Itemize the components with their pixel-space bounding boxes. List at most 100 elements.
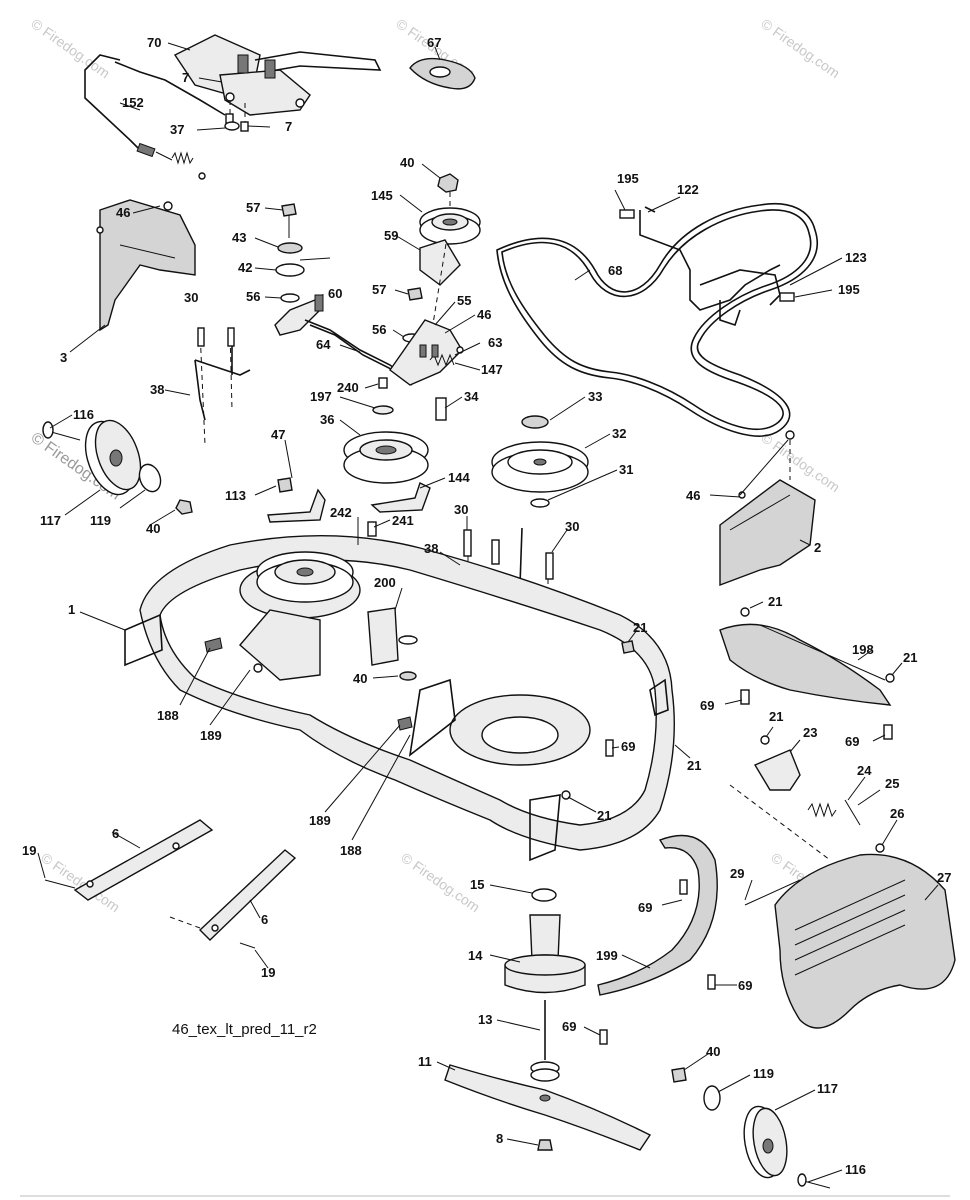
belt-cover-2	[719, 430, 816, 587]
part-label: 21	[768, 594, 782, 609]
part-label: 40	[706, 1044, 720, 1059]
pulley-36	[343, 377, 447, 484]
part-label: 43	[232, 230, 246, 245]
part-label: 241	[392, 513, 414, 528]
part-label: 119	[753, 1066, 774, 1081]
part-label: 64	[316, 337, 331, 352]
part-label: 30	[454, 502, 468, 517]
part-label: 152	[122, 95, 144, 110]
part-label: 46	[116, 205, 130, 220]
part-label: 14	[468, 948, 483, 963]
part-label: 69	[845, 734, 859, 749]
part-label: 188	[157, 708, 179, 723]
part-label: 147	[481, 362, 503, 377]
part-label: 123	[845, 250, 867, 265]
baffle-199	[597, 834, 718, 1045]
part-label: 116	[845, 1162, 866, 1177]
part-label: 15	[470, 877, 484, 892]
pulley-32	[491, 415, 589, 508]
belt-guide-122-123	[619, 206, 795, 327]
part-label: 1	[68, 602, 75, 617]
lift-bracket-assembly	[173, 34, 382, 132]
deck-pulley	[239, 551, 354, 681]
part-label: 38	[424, 541, 438, 556]
part-label: 29	[730, 866, 744, 881]
part-label: 113	[225, 488, 246, 503]
part-label: 122	[677, 182, 699, 197]
part-label: 69	[621, 739, 635, 754]
part-label: 36	[320, 412, 334, 427]
bracket-200	[367, 607, 418, 681]
part-label: 145	[371, 188, 393, 203]
chute-bracket-23	[729, 735, 885, 861]
belt-68	[496, 203, 818, 437]
part-label: 21	[903, 650, 917, 665]
part-label: 40	[146, 521, 160, 536]
baffle-198	[719, 607, 895, 740]
part-label: 46	[686, 488, 700, 503]
spindle-assembly	[504, 888, 586, 1082]
knob-67	[409, 57, 476, 90]
part-label: 60	[328, 286, 342, 301]
part-label: 27	[937, 870, 951, 885]
part-label: 42	[238, 260, 252, 275]
part-label: 55	[457, 293, 471, 308]
part-label: 24	[857, 763, 872, 778]
part-label: 21	[687, 758, 701, 773]
part-label: 200	[374, 575, 396, 590]
part-label: 38	[150, 382, 164, 397]
part-label: 31	[619, 462, 633, 477]
part-label: 57	[246, 200, 260, 215]
part-label: 189	[309, 813, 331, 828]
part-label: 69	[700, 698, 714, 713]
part-label: 30	[565, 519, 579, 534]
mower-deck-shell	[124, 535, 675, 862]
idler-pulley-145	[419, 173, 481, 331]
part-label: 144	[448, 470, 470, 485]
bracket-38-left	[194, 327, 251, 446]
part-label: 198	[852, 642, 874, 657]
part-label: 7	[182, 70, 189, 85]
gauge-wheel-right	[671, 1067, 831, 1189]
part-label: 21	[769, 709, 783, 724]
part-label: 13	[478, 1012, 492, 1027]
part-label: 33	[588, 389, 602, 404]
part-label: 240	[337, 380, 359, 395]
part-label: 69	[562, 1019, 576, 1034]
part-label: 59	[384, 228, 398, 243]
part-label: 21	[597, 808, 611, 823]
part-label: 40	[400, 155, 414, 170]
part-label: 195	[838, 282, 860, 297]
part-label: 119	[90, 513, 111, 528]
deck-hardware	[204, 637, 635, 800]
lift-links-6	[44, 819, 297, 949]
part-label: 188	[340, 843, 362, 858]
part-label: 117	[817, 1081, 838, 1096]
watermark: © Firedog.com	[758, 15, 843, 81]
part-label: 189	[200, 728, 222, 743]
cable-152	[84, 54, 226, 180]
part-label: 8	[496, 1131, 503, 1146]
part-label: 195	[617, 171, 639, 186]
part-label: 11	[418, 1054, 432, 1069]
part-label: 37	[170, 122, 184, 137]
part-label: 19	[22, 843, 36, 858]
idler-arm-assembly	[274, 203, 413, 386]
part-label: 2	[814, 540, 821, 555]
part-label: 63	[488, 335, 502, 350]
part-label: 69	[638, 900, 652, 915]
part-label: 68	[608, 263, 622, 278]
part-label: 34	[464, 389, 479, 404]
part-label: 56	[246, 289, 260, 304]
part-label: 46	[477, 307, 491, 322]
part-label: 242	[330, 505, 352, 520]
part-label: 69	[738, 978, 752, 993]
part-label: 67	[427, 35, 441, 50]
diagram-caption: 46_tex_lt_pred_11_r2	[172, 1021, 317, 1038]
part-label: 30	[184, 290, 198, 305]
part-label: 47	[271, 427, 285, 442]
belt-cover-3	[96, 199, 196, 332]
leader-lines	[37, 42, 939, 1183]
part-label: 19	[261, 965, 275, 980]
